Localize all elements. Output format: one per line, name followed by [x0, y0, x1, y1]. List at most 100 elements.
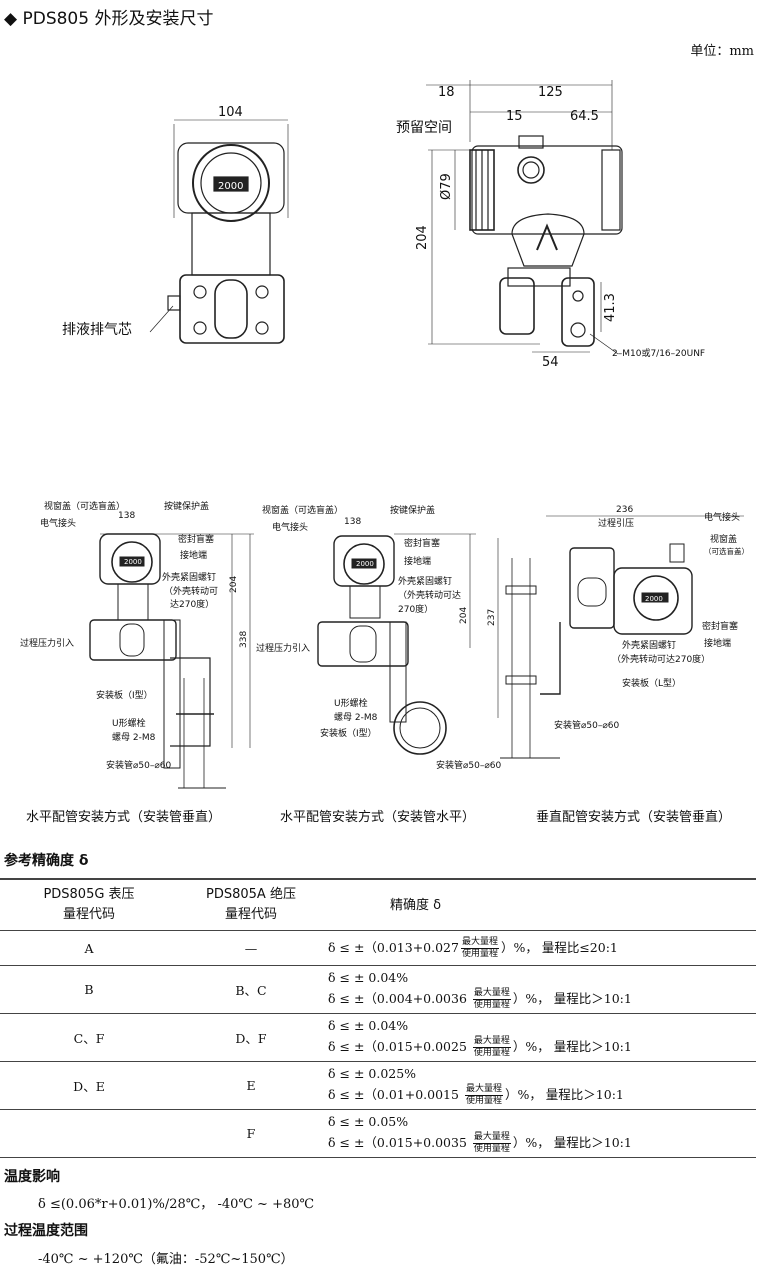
- accuracy-line: δ ≤ ± 0.05%: [328, 1114, 409, 1129]
- unit-label: 单位：mm: [690, 44, 754, 59]
- d1-display: 2000: [124, 558, 142, 566]
- d2-ubolt-2: 螺母 2-M8: [334, 712, 378, 723]
- height-204: 204: [415, 225, 430, 250]
- cell-g-code: D、E: [0, 1061, 178, 1110]
- header-g-line2: 量程代码: [62, 907, 115, 922]
- d1-pressure-in: 过程压力引入: [20, 637, 74, 649]
- header-g: PDS805G 表压 量程代码: [0, 878, 178, 931]
- d3-dim-237: 237: [487, 609, 497, 626]
- cell-g-code: C、F: [0, 1013, 178, 1062]
- range-fraction: 最大量程使用量程: [472, 988, 511, 1011]
- dim-125: 125: [538, 85, 563, 100]
- drain-label: 排液排气芯: [62, 322, 132, 338]
- d3-shell-screw: 外壳紧固螺钉: [622, 639, 676, 651]
- caption-1-text: 水平配管安装方式（安装管垂直）: [26, 810, 222, 825]
- d2-ubolt-1: U形螺栓: [334, 697, 368, 709]
- caption-3-text: 垂直配管安装方式（安装管垂直）: [536, 810, 732, 825]
- d1-shell-screw: 外壳紧固螺钉: [162, 571, 216, 583]
- front-width-dim: 104: [218, 105, 243, 120]
- d1-pipe: 安装管⌀50–⌀60: [106, 759, 172, 771]
- fraction-denominator: 使用量程: [473, 1048, 510, 1058]
- cell-a-code: F: [178, 1109, 324, 1158]
- fraction-numerator: 最大量程: [472, 988, 511, 1000]
- dim-15: 15: [506, 109, 523, 124]
- cell-g-code: [0, 1109, 178, 1158]
- d3-window-cover-1: 视窗盖: [710, 533, 737, 545]
- fraction-denominator: 使用量程: [465, 1096, 502, 1106]
- d3-seal-plug: 密封盲塞: [702, 620, 738, 632]
- d2-seal-plug: 密封盲塞: [404, 537, 440, 549]
- d2-display: 2000: [356, 560, 374, 568]
- header-a-line2: 量程代码: [224, 907, 277, 922]
- d3-shell-rotate: （外壳转动可达270度）: [612, 653, 710, 665]
- d2-shell-screw: 外壳紧固螺钉: [398, 575, 452, 587]
- range-fraction: 最大量程使用量程: [460, 937, 499, 960]
- table-header-row: PDS805G 表压 量程代码 PDS805A 绝压 量程代码 精确度 δ: [0, 878, 756, 931]
- cell-a-code: D、F: [178, 1013, 324, 1062]
- formula-prefix: δ ≤ ±（0.015+0.0025: [328, 1039, 471, 1054]
- d1-dim-338: 338: [239, 631, 249, 648]
- diameter-dim: Ø79: [439, 173, 454, 200]
- d1-seal-plug: 密封盲塞: [178, 533, 214, 545]
- formula-suffix: ）%， 量程比＞10:1: [512, 1135, 632, 1150]
- accuracy-line: δ ≤ ± 0.04%: [328, 970, 409, 985]
- d1-shell-rotate-2: 达270度）: [170, 598, 214, 610]
- thread-label: 2–M10或7/16–20UNF: [612, 347, 705, 359]
- d3-elec-joint: 电气接头: [704, 511, 740, 523]
- d2-plate: 安装板（I型）: [320, 727, 377, 739]
- d2-ground: 接地端: [404, 555, 431, 567]
- page-title: ◆ PDS805 外形及安装尺寸: [4, 4, 213, 29]
- header-accuracy: 精确度 δ: [324, 878, 756, 931]
- accuracy-line: δ ≤ ±（0.004+0.0036 最大量程使用量程）%， 量程比＞10:1: [328, 988, 755, 1011]
- dim-54: 54: [542, 355, 559, 370]
- d1-dim-138: 138: [118, 511, 135, 521]
- dim-41-3: 41.3: [603, 293, 618, 322]
- d3-plate: 安装板（L型）: [622, 677, 681, 689]
- accuracy-section-title: 参考精确度 δ: [4, 853, 89, 869]
- formula-prefix: δ ≤ ±（0.015+0.0035: [328, 1135, 471, 1150]
- header-a-line1: PDS805A 绝压: [206, 887, 296, 902]
- range-fraction: 最大量程使用量程: [472, 1036, 511, 1059]
- d1-ubolt-1: U形螺栓: [112, 717, 146, 729]
- cell-accuracy: δ ≤ ± 0.04%δ ≤ ±（0.015+0.0025 最大量程使用量程）%…: [324, 1013, 756, 1062]
- fraction-denominator: 使用量程: [473, 1144, 510, 1154]
- formula-prefix: δ ≤ ±（0.01+0.0015: [328, 1087, 463, 1102]
- d1-shell-rotate-1: （外壳转动可: [164, 585, 218, 597]
- accuracy-line: δ ≤ ± 0.04%: [328, 1018, 409, 1033]
- d2-window-cover: 视窗盖（可选盲盖）: [262, 504, 343, 516]
- process-temp-text: -40℃ ~ +120℃（氟油：-52℃~150℃）: [38, 1252, 294, 1267]
- accuracy-line: δ ≤ ±（0.01+0.0015 最大量程使用量程）%， 量程比＞10:1: [328, 1084, 755, 1107]
- process-temp-title: 过程温度范围: [4, 1223, 88, 1239]
- d2-pressure-in: 过程压力引入: [256, 642, 310, 654]
- accuracy-line: δ ≤ ± 0.025%: [328, 1066, 417, 1081]
- formula-suffix: ）%， 量程比≤20:1: [500, 939, 618, 955]
- d3-ground: 接地端: [704, 637, 731, 649]
- d3-display: 2000: [645, 595, 663, 603]
- d2-key-cover: 按键保护盖: [390, 504, 435, 516]
- d1-plate: 安装板（I型）: [96, 689, 153, 701]
- front-display-value: 2000: [218, 181, 243, 192]
- cell-accuracy: δ ≤ ± 0.025% δ ≤ ±（0.01+0.0015 最大量程使用量程）%…: [324, 1061, 756, 1110]
- formula-suffix: ）%， 量程比＞10:1: [504, 1087, 624, 1102]
- fraction-numerator: 最大量程: [472, 1036, 511, 1048]
- cell-a-code: E: [178, 1061, 324, 1110]
- fraction-numerator: 最大量程: [472, 1132, 511, 1144]
- temp-effect-title: 温度影响: [4, 1169, 60, 1185]
- range-fraction: 最大量程使用量程: [464, 1084, 503, 1107]
- temp-effect-text: δ ≤(0.06*r+0.01)%/28℃， -40℃ ~ +80℃: [38, 1197, 315, 1212]
- dim-64-5: 64.5: [570, 109, 599, 124]
- header-a: PDS805A 绝压 量程代码: [178, 878, 324, 931]
- d3-dim-236: 236: [616, 505, 633, 515]
- d3-pressure-in: 过程引压: [598, 517, 634, 529]
- d2-pipe: 安装管⌀50–⌀60: [436, 759, 502, 771]
- caption-2-text: 水平配管安装方式（安装管水平）: [280, 810, 476, 825]
- fraction-numerator: 最大量程: [464, 1084, 503, 1096]
- title-text: PDS805 外形及安装尺寸: [22, 9, 214, 29]
- accuracy-line: δ ≤ ±（0.015+0.0035 最大量程使用量程）%， 量程比＞10:1: [328, 1132, 755, 1155]
- d1-dim-204: 204: [229, 576, 239, 593]
